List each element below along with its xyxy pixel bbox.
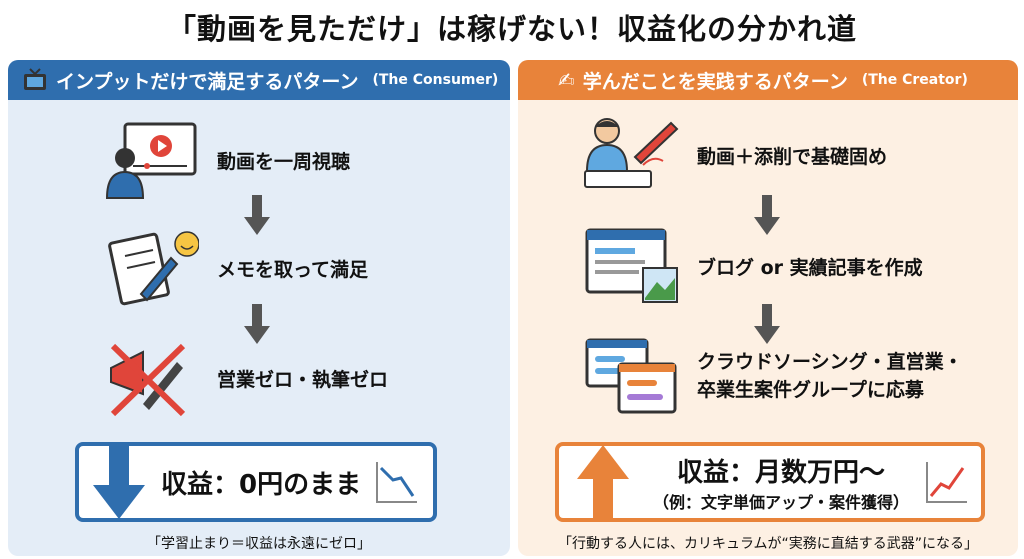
consumer-header-sub: (The Consumer) [372,72,499,88]
down-arrow-icon [754,195,780,235]
consumer-step-3-label: 営業ゼロ・執筆ゼロ [217,368,389,391]
creator-step-2-label: ブログ or 実績記事を作成 [697,256,923,279]
consumer-step-2-label: メモを取って満足 [217,258,369,281]
consumer-result-box: 収益：0円のまま [75,442,437,522]
creator-step-1-label: 動画＋添削で基礎固め [697,145,888,168]
crossed-megaphone-pen-icon [110,343,186,417]
consumer-step-1-label: 動画を一周視聴 [217,150,351,173]
consumer-step-1: 動画を一周視聴 [103,120,350,200]
consumer-header-title: インプットだけで満足するパターン [56,70,359,93]
consumer-caption: 「学習止まり＝収益は永遠にゼロ」 [147,536,371,552]
video-viewer-icon [105,122,197,199]
creator-caption: 「行動する人には、カリキュラムが“実務に直結する武器”になる」 [557,536,979,552]
blog-article-icon [585,228,678,303]
consumer-step-3: 営業ゼロ・執筆ゼロ [103,338,388,418]
down-arrow-icon [244,195,270,235]
big-up-arrow-icon [577,445,629,519]
creator-step-3-label-line1: クラウドソーシング・直営業・ [697,350,963,373]
creator-result-box: 収益：月数万円〜 （例：文字単価アップ・案件獲得） [555,442,985,522]
creator-result-sub: （例：文字単価アップ・案件獲得） [653,492,910,512]
person-typing-icon [584,118,679,188]
creator-step-2: ブログ or 実績記事を作成 [583,226,923,306]
creator-result-text: 収益：月数万円〜 [677,457,886,488]
rising-chart-icon [926,462,968,503]
tv-icon [24,68,46,90]
declining-chart-icon [376,462,418,503]
down-arrow-icon [754,304,780,344]
creator-header: ✍ 学んだことを実践するパターン (The Creator) [518,60,1018,100]
consumer-panel: インプットだけで満足するパターン (The Consumer) 動画を一周視聴 … [8,60,510,556]
consumer-header: インプットだけで満足するパターン (The Consumer) [8,60,510,100]
down-arrow-icon [244,304,270,344]
creator-header-sub: (The Creator) [861,72,968,88]
creator-step-3-label-line2: 卒業生案件グループに応募 [697,379,924,401]
consumer-step-2: メモを取って満足 [103,228,368,308]
creator-header-title: 学んだことを実践するパターン [582,70,848,93]
consumer-result-text: 収益：0円のまま [161,469,362,500]
page-title: 「動画を見ただけ」は稼げない！収益化の分かれ道 [166,12,857,46]
application-windows-icon [585,338,677,414]
writing-hand-icon: ✍ [558,68,575,92]
creator-step-1: 動画＋添削で基礎固め [583,115,887,195]
notebook-pen-smiley-icon [108,231,199,306]
big-down-arrow-icon [93,445,145,519]
creator-panel: ✍ 学んだことを実践するパターン (The Creator) 動画＋添削で基礎固… [518,60,1018,556]
creator-step-3: クラウドソーシング・直営業・ 卒業生案件グループに応募 [583,336,963,416]
